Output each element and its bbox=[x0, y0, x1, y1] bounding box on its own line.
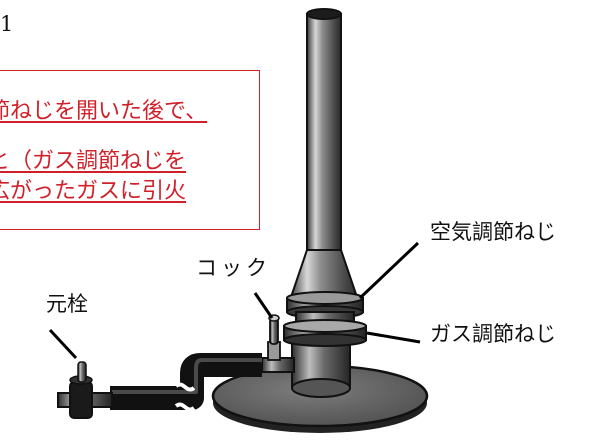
corner-number: 1 bbox=[0, 12, 14, 36]
main-valve-leader bbox=[48, 328, 78, 360]
rubber-hose bbox=[110, 353, 262, 412]
note-line-2-text: と（ガス調節ねじを bbox=[0, 149, 187, 174]
note-line-2: と（ガス調節ねじを bbox=[0, 151, 186, 173]
main-valve-label: 元栓 bbox=[46, 292, 88, 316]
gas-adjust-ring bbox=[283, 319, 367, 347]
gas-adjust-leader bbox=[366, 331, 421, 344]
air-adjust-leader bbox=[358, 241, 420, 300]
gas-inlet bbox=[261, 341, 295, 373]
note-line-3: 広がったガスに引火 bbox=[0, 181, 186, 203]
note-box: 節ねじを開いた後で、 と（ガス調節ねじを 広がったガスに引火 bbox=[0, 70, 260, 230]
air-adjust-screw-label: 空気調節ねじ bbox=[430, 220, 556, 244]
burner-foot bbox=[291, 339, 351, 398]
main-valve bbox=[57, 361, 113, 419]
note-line-3-text: 広がったガスに引火 bbox=[0, 179, 187, 204]
gas-adjust-screw-label: ガス調節ねじ bbox=[430, 322, 556, 346]
burner-tube bbox=[306, 8, 342, 275]
cock-handle bbox=[268, 314, 280, 345]
note-line-1: 節ねじを開いた後で、 bbox=[0, 99, 208, 124]
cock-label: コック bbox=[196, 256, 271, 280]
cock-leader bbox=[253, 292, 274, 319]
